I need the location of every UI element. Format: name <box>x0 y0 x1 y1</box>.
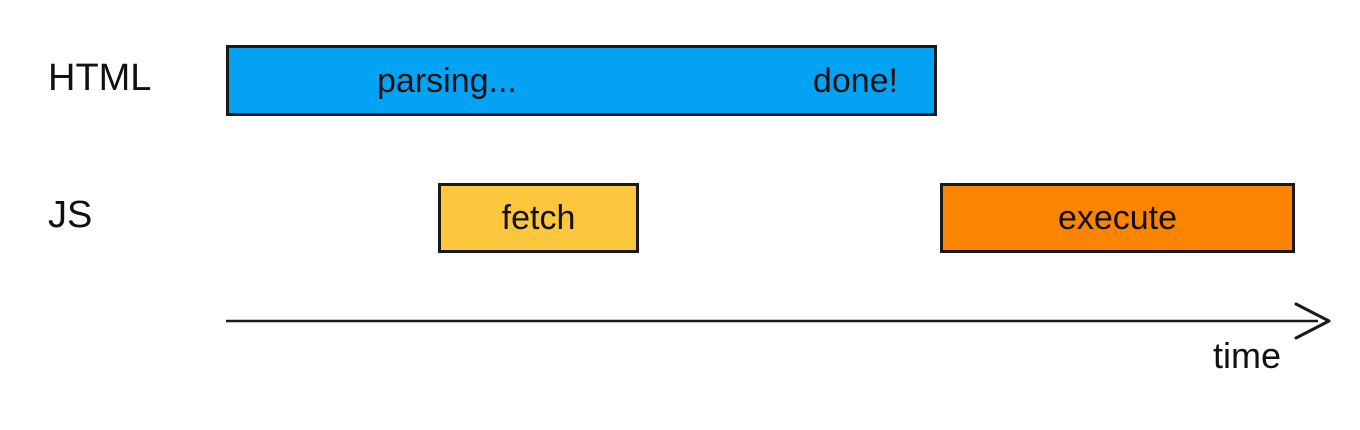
js-execute-bar: execute <box>940 183 1295 253</box>
js-fetch-bar: fetch <box>438 183 639 253</box>
row-label-html: HTML <box>48 57 152 99</box>
row-label-js: JS <box>48 194 93 236</box>
fetch-label: fetch <box>501 199 576 237</box>
parsing-label: parsing... <box>377 61 517 100</box>
done-label: done! <box>812 61 898 100</box>
html-parsing-bar: parsing... done! <box>226 45 937 116</box>
execute-label: execute <box>1057 199 1178 237</box>
time-axis-label: time <box>1213 335 1282 376</box>
